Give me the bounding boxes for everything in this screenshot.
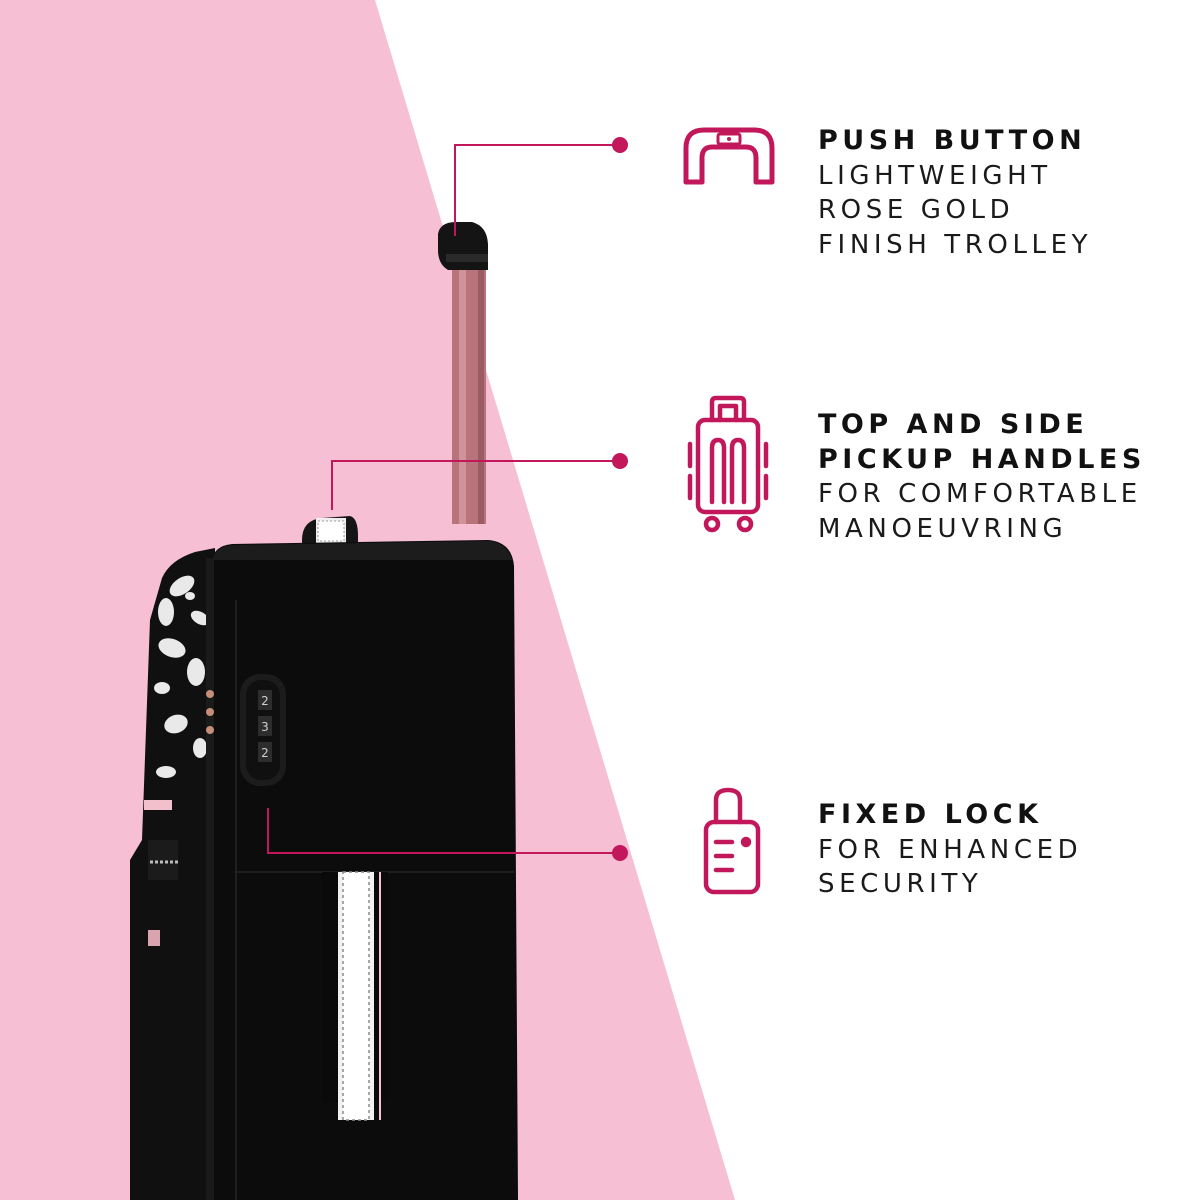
side-pickup-handle (322, 871, 388, 1121)
feature-title: PUSH BUTTON (818, 125, 1087, 156)
feature-pickup-handles: TOP AND SIDE PICKUP HANDLES FOR COMFORTA… (818, 408, 1146, 546)
padlock-icon (703, 787, 761, 895)
feature-description: MANOEUVRING (818, 513, 1068, 544)
feature-title: PICKUP HANDLES (818, 443, 1146, 475)
suitcase-icon (687, 395, 769, 533)
feature-description: ROSE GOLD (818, 195, 1015, 225)
callout-line-3 (267, 808, 628, 861)
trolley-handle-icon (683, 127, 775, 185)
trolley-handle (438, 222, 488, 524)
feature-description: FINISH TROLLEY (818, 229, 1093, 260)
svg-text:2: 2 (261, 694, 269, 708)
feature-push-button: PUSH BUTTON LIGHTWEIGHT ROSE GOLD FINISH… (818, 124, 1092, 262)
feature-fixed-lock: FIXED LOCK FOR ENHANCED SECURITY (818, 798, 1082, 902)
feature-description: LIGHTWEIGHT (818, 160, 1052, 191)
svg-text:2: 2 (261, 746, 269, 760)
feature-title: FIXED LOCK (818, 799, 1043, 830)
feature-title: TOP AND SIDE (818, 409, 1089, 440)
feature-description: FOR COMFORTABLE (818, 479, 1142, 509)
combination-lock: 2 3 2 (240, 674, 286, 786)
svg-text:3: 3 (261, 720, 269, 734)
suitcase (130, 540, 518, 1200)
feature-description: SECURITY (818, 869, 983, 899)
top-carry-handle (302, 516, 358, 546)
callout-line-1 (454, 137, 628, 236)
callout-line-2 (331, 453, 628, 510)
feature-description: FOR ENHANCED (818, 834, 1083, 865)
